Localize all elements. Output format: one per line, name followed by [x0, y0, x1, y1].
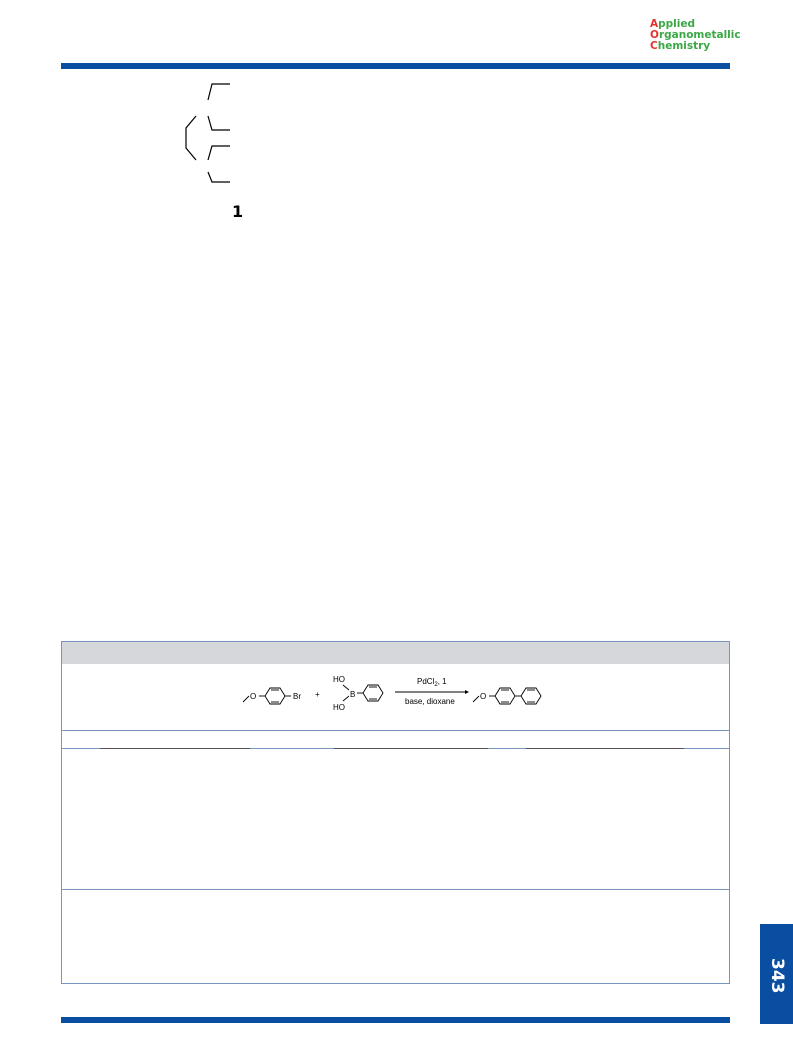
reagent-subscript: 2: [434, 682, 438, 688]
column-header-underline: [526, 748, 684, 749]
column-header-underline: [334, 748, 488, 749]
hydroxy-label-bottom: HO: [333, 703, 345, 712]
page-number-tab: 343: [760, 924, 793, 1024]
reagent-pdcl: PdCl: [417, 677, 435, 686]
reaction-conditions: base, dioxane: [405, 697, 455, 706]
oxygen-label-reactant: O: [250, 692, 256, 701]
reagent-catalyst-ref: , 1: [438, 677, 447, 686]
page-number: 343: [767, 958, 787, 994]
logo-word-organometallic: rganometallic: [658, 29, 741, 41]
compound-label: 1: [232, 202, 244, 221]
logo-initial-o: O: [650, 29, 659, 41]
column-header-underline: [100, 748, 250, 749]
logo-initial-a: A: [650, 18, 659, 30]
scheme-bottom-rule: [62, 730, 729, 731]
hydroxy-label-top: HO: [333, 675, 345, 684]
table-body-rule: [62, 889, 729, 890]
header-rule: [61, 63, 730, 69]
compound-1-structure: [185, 83, 230, 183]
table-header-bar: [62, 642, 729, 664]
plus-sign: +: [315, 690, 320, 699]
logo-initial-c: C: [650, 40, 658, 52]
footer-rule: [61, 1017, 730, 1023]
logo-word-chemistry: hemistry: [657, 40, 711, 52]
boron-label: B: [350, 690, 355, 699]
suzuki-reaction-scheme: O Br + HO B HO PdCl2, 1 base, dioxane O: [242, 675, 542, 712]
journal-logo: Applied Organometallic Chemistry: [650, 19, 760, 52]
logo-word-applied: pplied: [658, 18, 696, 30]
oxygen-label-product: O: [480, 692, 486, 701]
bromo-label: Br: [293, 692, 301, 701]
svg-text:PdCl2, 1: PdCl2, 1: [417, 677, 447, 688]
scheme-table: O Br + HO B HO PdCl2, 1 base, dioxane O: [61, 641, 730, 984]
